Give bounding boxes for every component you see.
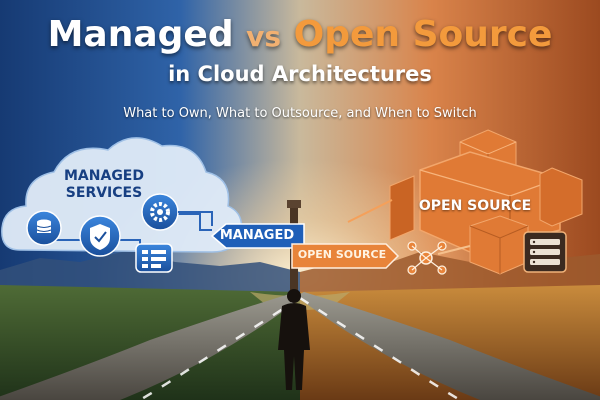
managed-services-title: MANAGED SERVICES [44, 168, 164, 202]
title-open-source: Open Source [293, 14, 553, 55]
managed-services-line2: SERVICES [65, 185, 143, 201]
database-icon [26, 210, 62, 246]
subtitle: What to Own, What to Outsource, and When… [123, 106, 477, 121]
title-vs: vs [246, 20, 282, 53]
open-source-sign [291, 243, 400, 269]
managed-services-line1: MANAGED [64, 168, 144, 184]
managed-sign [210, 223, 305, 249]
network-nodes-icon [407, 241, 447, 275]
title-managed: Managed [47, 14, 234, 55]
open-source-cubes [389, 129, 583, 275]
person-silhouette [278, 289, 310, 390]
list-icon [135, 243, 173, 273]
server-rack-icon [523, 231, 567, 273]
managed-cloud [1, 137, 243, 253]
shield-check-icon [79, 215, 121, 257]
page-title: Managed vs Open Source [0, 14, 600, 58]
gear-icon [141, 193, 179, 231]
title-block: Managed vs Open Source in Cloud Architec… [0, 14, 600, 88]
title-line2: in Cloud Architectures [168, 62, 432, 86]
open-source-cluster-label: OPEN SOURCE [418, 198, 532, 214]
managed-sign-label: MANAGED [219, 228, 295, 243]
open-source-sign-label: OPEN SOURCE [297, 248, 387, 261]
